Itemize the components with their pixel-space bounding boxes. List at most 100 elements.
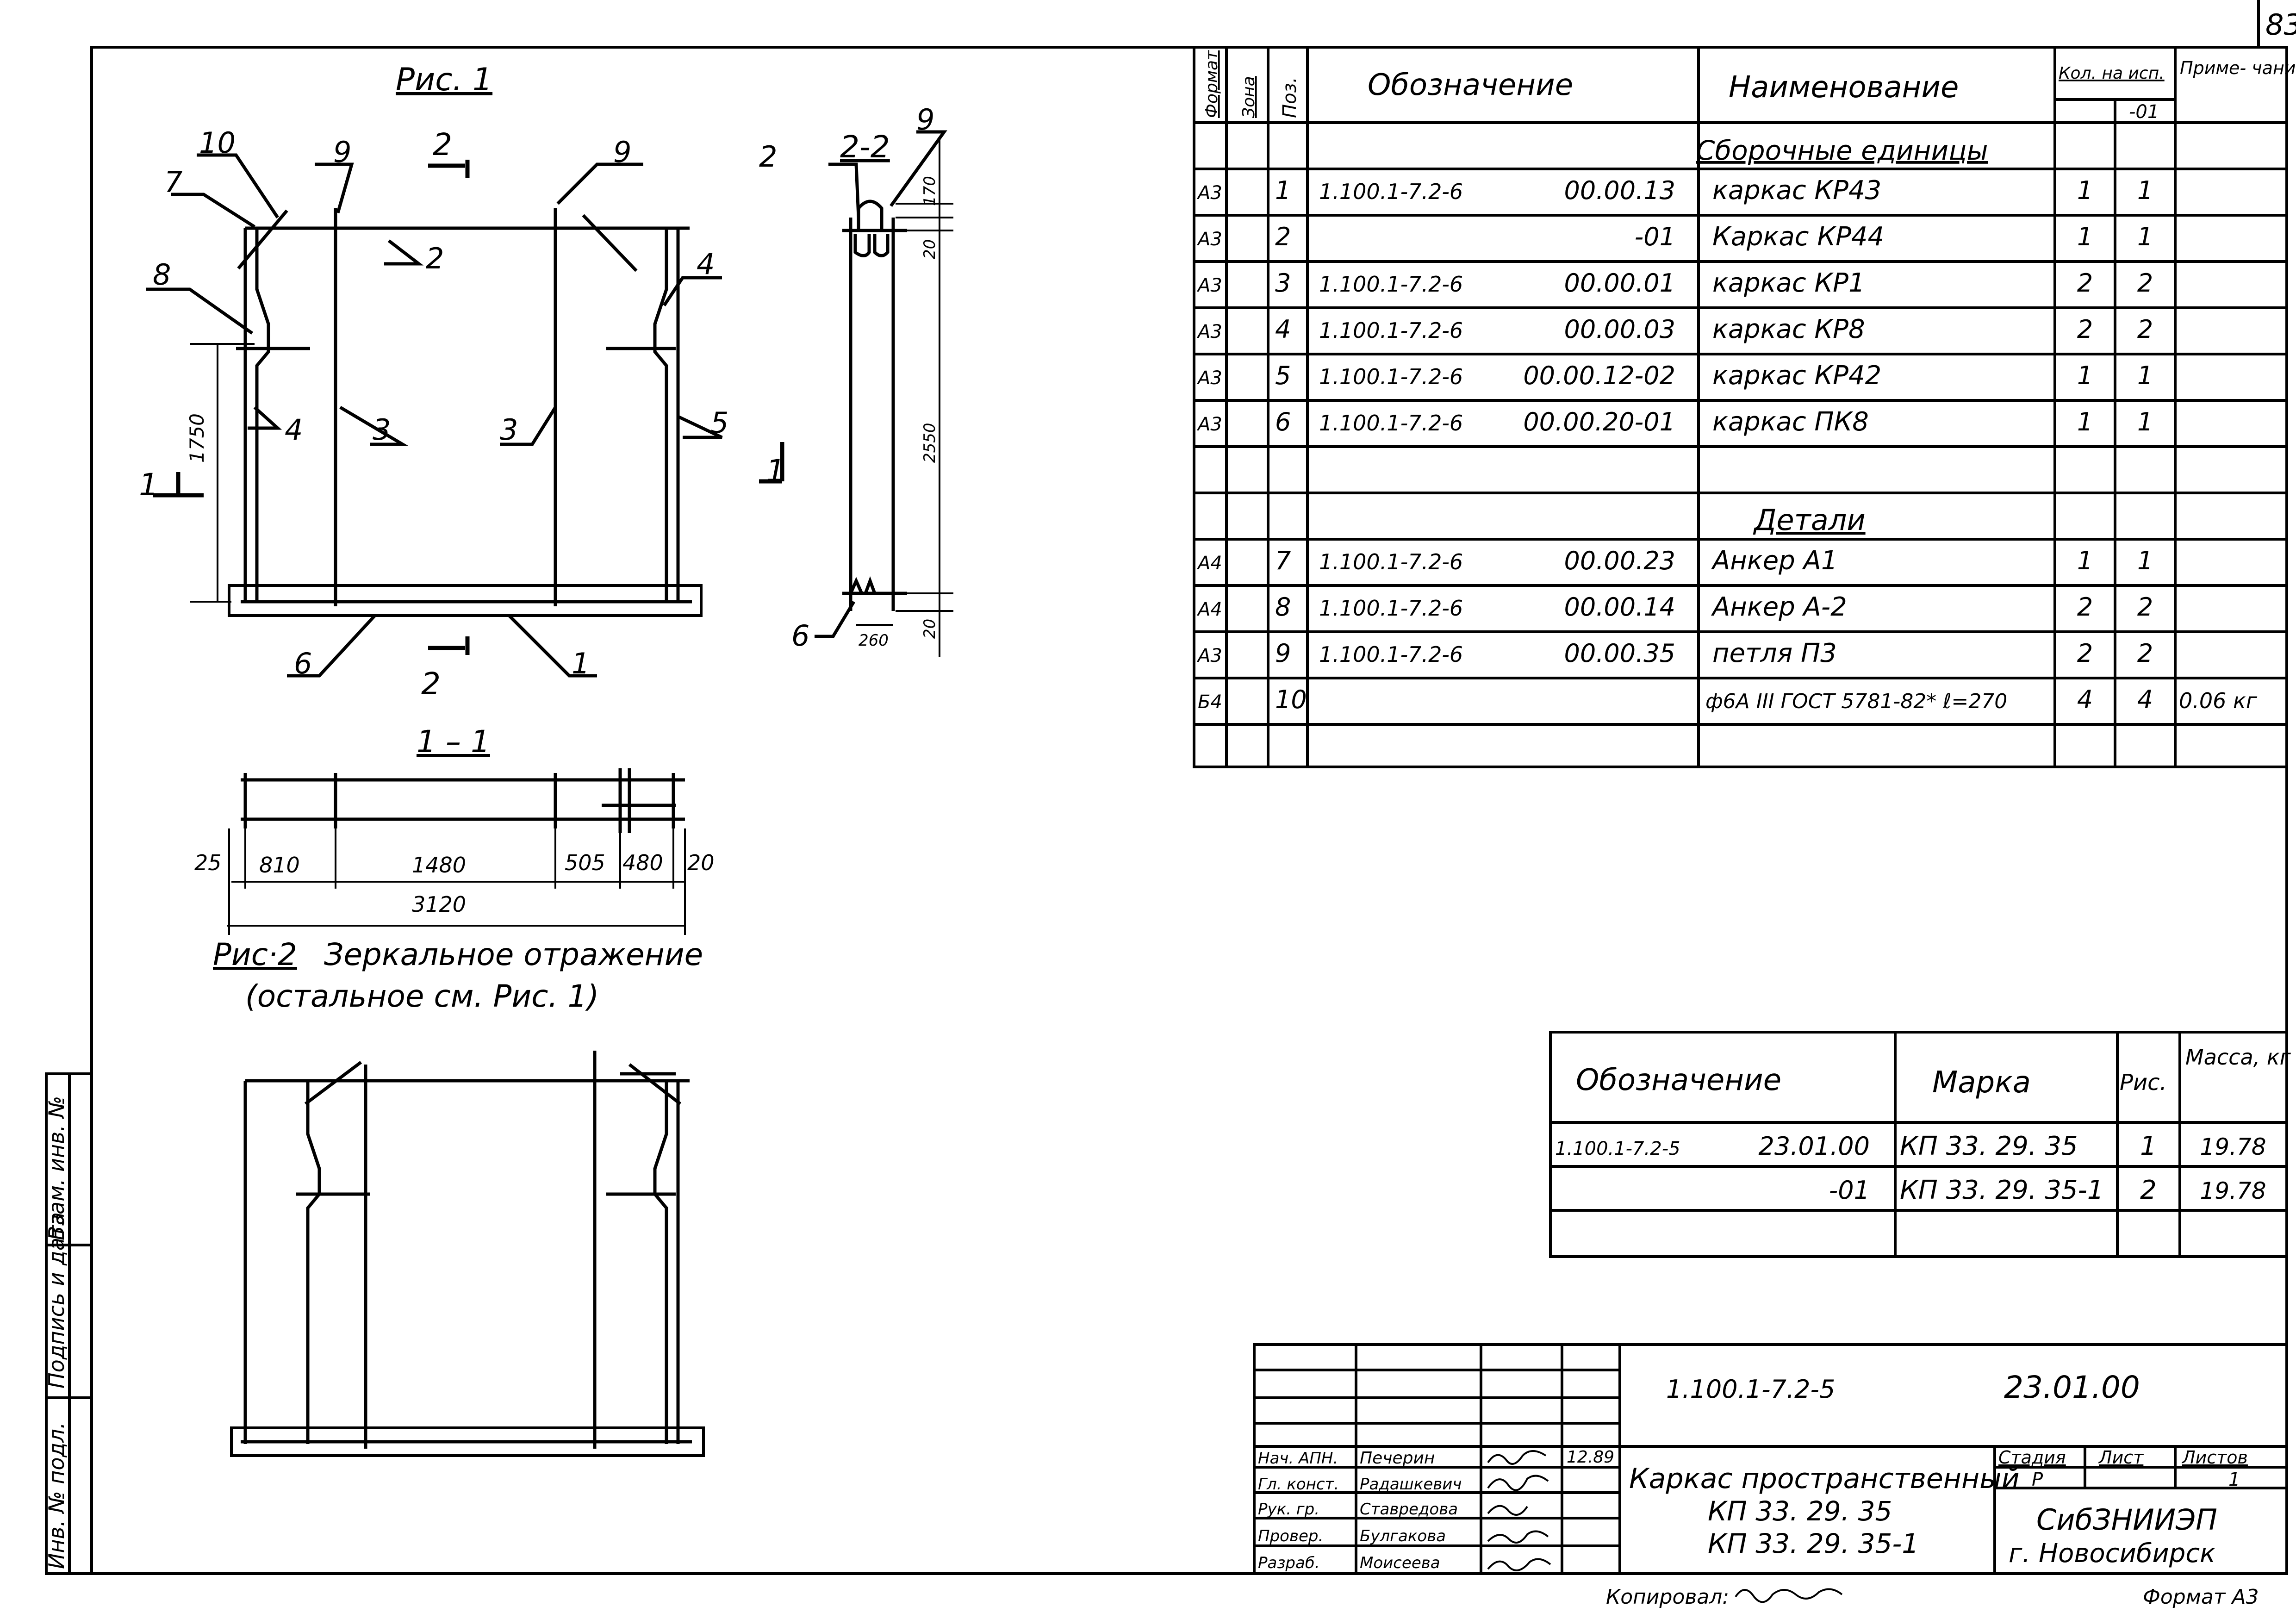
section22-dim-20b: 20 <box>921 619 939 639</box>
marks-table-grid <box>1549 1031 2288 1258</box>
fig1-label-10: 10 <box>199 126 236 160</box>
section11-drawing <box>227 768 686 935</box>
section11-title: 1 – 1 <box>417 724 490 760</box>
spec-cell-name: петля П3 <box>1712 638 1837 668</box>
fig1-title: Рис. 1 <box>396 62 492 98</box>
spec-cell-qty1: 1 <box>2077 546 2093 575</box>
spec-cell-qty1: 2 <box>2077 268 2093 298</box>
fig1-label-3a: 3 <box>373 413 391 447</box>
section22-label-6: 6 <box>791 619 809 653</box>
side-stamp-inv: Инв. № подл. <box>44 1422 69 1569</box>
spec-cell-pos: 5 <box>1275 361 1291 390</box>
marks-cell-fig: 2 <box>2140 1175 2157 1205</box>
drawing-frame <box>90 0 2288 1575</box>
spec-cell-format: А3 <box>1196 645 1222 666</box>
spec-header-qty-sub: -01 <box>2129 101 2159 123</box>
spec-header-format: Формат <box>1202 50 1221 118</box>
spec-cell-name: ф6А III ГОСТ 5781-82* ℓ=270 <box>1705 690 2007 713</box>
spec-cell-name: каркас ПК8 <box>1712 407 1869 437</box>
spec-cell-qty2: 1 <box>2137 222 2153 251</box>
marks-header-designation: Обозначение <box>1576 1063 1781 1097</box>
spec-cell-format: Б4 <box>1198 691 1222 713</box>
spec-cell-format: А3 <box>1196 182 1222 204</box>
fig2-label: Рис·2 <box>213 937 297 972</box>
tb-date: 12.89 <box>1567 1448 1614 1467</box>
spec-cell-qty1: 2 <box>2077 315 2093 344</box>
spec-cell-format: А3 <box>1196 229 1222 250</box>
spec-cell-code: 00.00.03 <box>1564 315 1675 344</box>
spec-cell-code: 00.00.12-02 <box>1523 361 1675 390</box>
spec-cell-code: -01 <box>1635 222 1675 251</box>
spec-cell-code: 00.00.01 <box>1564 268 1675 298</box>
spec-cell-qty1: 4 <box>2077 685 2093 714</box>
spec-section-details: Детали <box>1753 503 1866 537</box>
spec-cell-format: А4 <box>1196 553 1222 574</box>
section22-dim-20a: 20 <box>921 239 939 259</box>
tb-doc-code: 23.01.00 <box>2004 1370 2140 1405</box>
side-stamp <box>45 1072 93 1575</box>
spec-cell-code: 00.00.14 <box>1564 592 1675 622</box>
spec-cell-doc: 1.100.1-7.2-6 <box>1319 549 1463 574</box>
spec-cell-pos: 1 <box>1275 176 1291 205</box>
section-mark-2-top: 2 <box>433 127 452 162</box>
side-stamp-sign: Подпись и дата <box>44 1212 69 1389</box>
spec-cell-format: А4 <box>1196 599 1222 620</box>
fig1-dim-height: 1750 <box>186 413 208 463</box>
spec-cell-qty2: 1 <box>2137 407 2153 436</box>
tb-name-4: Булгакова <box>1360 1527 1446 1545</box>
spec-cell-doc: 1.100.1-7.2-6 <box>1319 411 1463 436</box>
tb-org-2: г. Новосибирск <box>2009 1538 2215 1569</box>
spec-cell-name: Анкер А-2 <box>1711 592 1847 622</box>
fig2-caption-2: (остальное см. Рис. 1) <box>245 978 599 1014</box>
spec-cell-qty2: 2 <box>2137 592 2153 622</box>
tb-role-2: Гл. конст. <box>1258 1475 1339 1494</box>
fig1-label-4b: 4 <box>285 413 303 447</box>
spec-cell-qty1: 1 <box>2077 361 2093 390</box>
spec-cell-qty1: 1 <box>2077 176 2093 205</box>
tb-signatures <box>1487 1450 1551 1571</box>
spec-section-assemblies: Сборочные единицы <box>1696 135 1988 166</box>
spec-cell-qty2: 2 <box>2137 268 2153 298</box>
footer-format: Формат А3 <box>2143 1585 2259 1609</box>
marks-cell-mark: КП 33. 29. 35 <box>1900 1131 2078 1161</box>
section-mark-1-left: 1 <box>139 467 158 503</box>
section11-dim-480: 480 <box>622 850 663 875</box>
fig1-label-1: 1 <box>572 647 590 680</box>
tb-name-5: Моисеева <box>1360 1554 1440 1572</box>
section22-label-9: 9 <box>916 103 934 137</box>
fig1-label-4a: 4 <box>697 247 715 281</box>
marks-cell-doc: 1.100.1-7.2-5 <box>1555 1138 1680 1159</box>
spec-table-grid <box>1193 46 2288 768</box>
section-mark-1-right: 1 <box>766 453 785 489</box>
section22-dim-260: 260 <box>859 631 889 650</box>
tb-sheets-label: Листов <box>2181 1447 2248 1468</box>
section11-dim-total: 3120 <box>412 892 466 917</box>
fig1-label-9a: 9 <box>333 135 351 169</box>
section22-drawing <box>815 130 953 657</box>
spec-cell-doc: 1.100.1-7.2-6 <box>1319 364 1463 389</box>
fig1-label-3b: 3 <box>500 413 518 447</box>
spec-cell-note: 0.06 кг <box>2179 688 2258 713</box>
marks-cell-mark: КП 33. 29. 35-1 <box>1900 1175 2103 1205</box>
spec-cell-doc: 1.100.1-7.2-6 <box>1319 179 1463 204</box>
section22-dim-2550: 2550 <box>921 423 939 463</box>
spec-cell-code: 00.00.13 <box>1564 176 1675 205</box>
fig1-drawing <box>146 153 784 678</box>
spec-cell-code: 00.00.35 <box>1564 639 1675 668</box>
spec-cell-name: Анкер А1 <box>1711 546 1837 576</box>
spec-header-zone: Зона <box>1239 76 1258 118</box>
spec-cell-qty2: 1 <box>2137 361 2153 390</box>
section11-dim-20: 20 <box>687 850 715 875</box>
tb-name-1: Печерин <box>1360 1449 1435 1468</box>
